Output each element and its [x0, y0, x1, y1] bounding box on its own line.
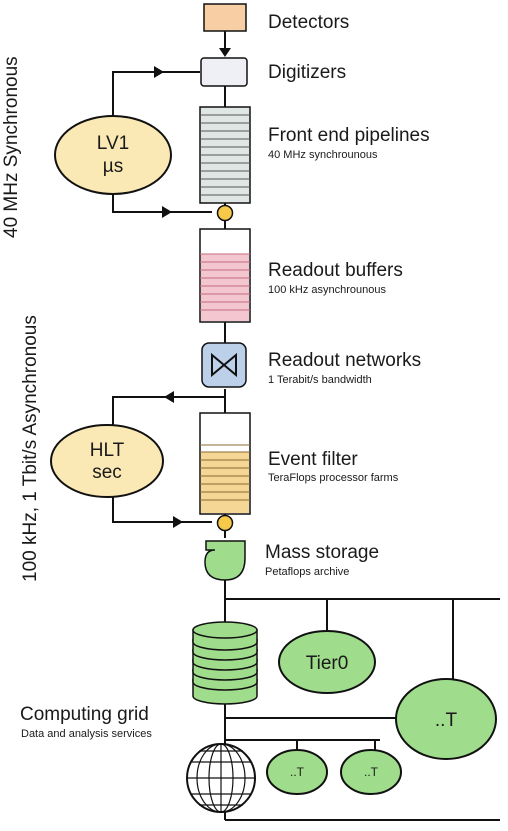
storage-title: Mass storage [265, 542, 379, 563]
hlt-feedback-line [112, 396, 225, 428]
filter-subtitle: TeraFlops processor farms [268, 472, 399, 484]
digitizers-title: Digitizers [268, 62, 346, 83]
detector-arrow-icon [219, 48, 231, 57]
buffers-subtitle: 100 kHz asynchrounous [268, 284, 387, 296]
hlt-up-arrow-icon [164, 391, 174, 403]
asynchronous-side-label: 100 kHz, 1 Tbit/s Asynchronous [20, 315, 41, 582]
tier-large-label: ..T [435, 710, 458, 731]
detectors-title: Detectors [268, 12, 349, 33]
filter-title: Event filter [268, 449, 358, 470]
tier-small-1-ellipse [266, 749, 328, 795]
lv1-feedback-line [112, 71, 200, 120]
buffer-stripes [200, 253, 250, 311]
lv1-junction-node [216, 204, 234, 222]
pipelines-title: Front end pipelines [268, 125, 430, 146]
hlt-trigger-ellipse [50, 424, 164, 498]
grid-title: Computing grid [20, 704, 149, 725]
synchronous-side-label: 40 MHz Synchronous [1, 56, 22, 238]
networks-subtitle: 1 Terabit/s bandwidth [268, 374, 372, 386]
lv1-up-arrow-icon [154, 66, 164, 78]
buffers-fill [201, 254, 249, 321]
lv1-down-arrow-icon [162, 206, 172, 218]
networks-title: Readout networks [268, 350, 421, 371]
lv1-time-label: µs [103, 156, 123, 177]
buffers-title: Readout buffers [268, 260, 403, 281]
grid-subtitle: Data and analysis services [21, 728, 152, 740]
filter-stripes [200, 444, 250, 501]
digitizers-box [200, 57, 248, 87]
detectors-box [203, 3, 247, 32]
globe-icon [186, 743, 256, 813]
hlt-label: HLT [90, 440, 125, 461]
network-switch-icon [211, 352, 237, 378]
tier-large-ellipse [395, 678, 497, 760]
hlt-decision-line [112, 492, 212, 523]
disk-stack-icon [192, 621, 258, 705]
pipeline-stripes [200, 114, 250, 196]
mass-storage-icon [204, 540, 246, 581]
storage-subtitle: Petaflops archive [265, 566, 349, 578]
lv1-decision-line [112, 190, 212, 213]
lv1-label: LV1 [97, 133, 129, 154]
tier-small-1-label: ..T [290, 765, 305, 779]
hlt-time-label: sec [92, 462, 122, 483]
tier-small-2-label: ..T [364, 765, 379, 779]
hlt-junction-node [216, 514, 234, 532]
filter-fill [201, 452, 249, 513]
pipelines-subtitle: 40 MHz synchrounous [268, 149, 378, 161]
tier-small-2-ellipse [340, 749, 402, 795]
lv1-trigger-ellipse [54, 115, 172, 195]
hlt-down-arrow-icon [173, 516, 183, 528]
tier0-ellipse [278, 630, 376, 694]
tier0-label: Tier0 [306, 653, 349, 674]
